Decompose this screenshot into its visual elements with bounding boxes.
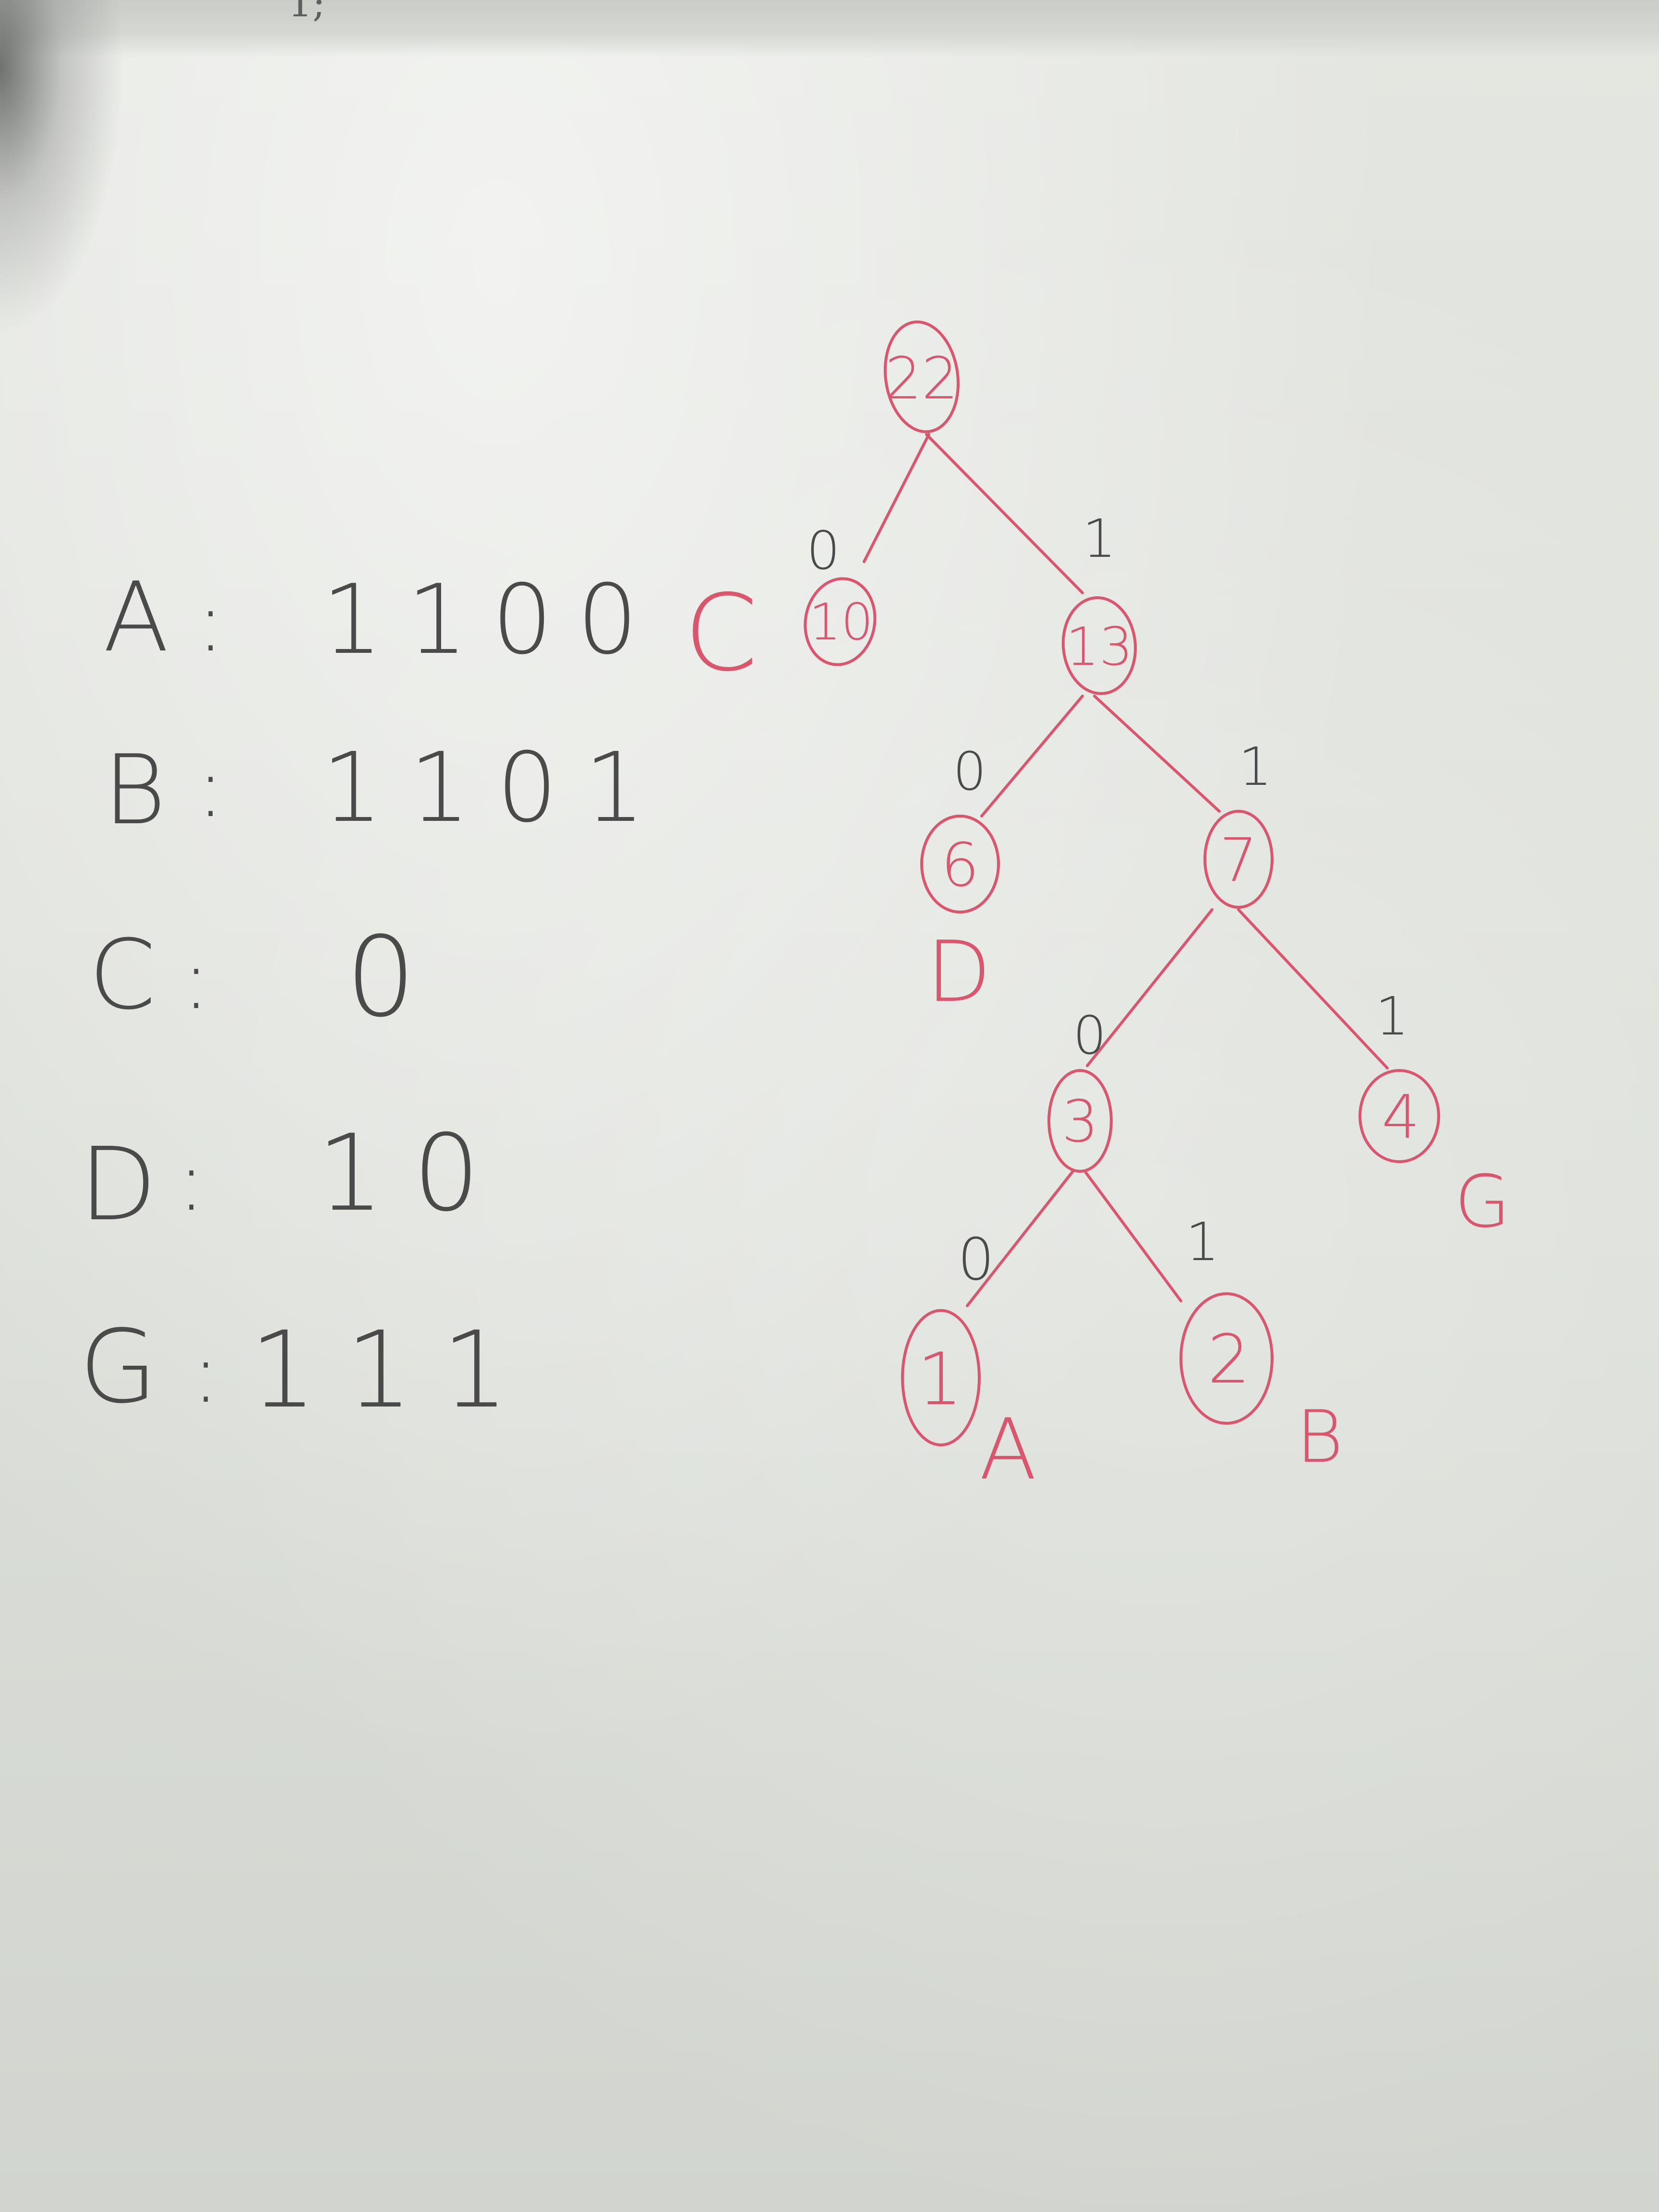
code-separator: : — [182, 933, 210, 1028]
symbol-label-d: D — [926, 924, 991, 1021]
tree-edge — [966, 1170, 1074, 1307]
code-letter: A — [103, 562, 169, 673]
tree-node: 3 — [1047, 1069, 1113, 1173]
page-shadow — [0, 0, 125, 336]
node-value: 10 — [809, 593, 873, 651]
code-table: A : 1100 B : 1101 C : 0 D : 10 G : 111 — [79, 562, 672, 1431]
bit-label: 1 — [1082, 508, 1116, 569]
node-value: 2 — [1207, 1321, 1250, 1399]
bit-label: 1 — [1186, 1211, 1219, 1273]
code-letter: G — [79, 1308, 157, 1426]
code-row-c: C : 0 — [89, 914, 416, 1042]
code-value: 10 — [317, 1112, 509, 1235]
code-letter: B — [103, 734, 166, 846]
tree-edge — [1237, 908, 1389, 1070]
tree-nodes: 22 10 13 6 7 3 4 1 — [804, 320, 1440, 1446]
tree-node: 13 — [1061, 596, 1137, 695]
tree-edge — [980, 695, 1084, 817]
paper-top-edge — [0, 0, 1659, 58]
node-value: 1 — [917, 1338, 962, 1421]
code-value: 111 — [250, 1309, 538, 1431]
bit-label: 0 — [806, 520, 840, 581]
tree-edge — [863, 433, 930, 563]
bleed-through-text: 1; — [288, 0, 325, 25]
bit-label: 0 — [958, 1226, 994, 1293]
code-separator: : — [178, 1134, 205, 1229]
code-separator: : — [197, 741, 224, 836]
code-row-g: G : 111 — [79, 1308, 538, 1431]
tree-symbol-labels: C D G A B — [684, 572, 1510, 1499]
code-row-b: B : 1101 — [103, 732, 672, 846]
code-value: 1101 — [322, 732, 672, 844]
node-value: 22 — [885, 346, 959, 412]
tree-node: 6 — [920, 815, 1000, 914]
huffman-tree — [863, 433, 1389, 1307]
tree-edge — [1086, 908, 1214, 1067]
tree-edge — [925, 433, 1084, 594]
node-value: 7 — [1219, 826, 1258, 895]
tree-edge — [1093, 695, 1221, 813]
symbol-label-b: B — [1296, 1395, 1343, 1479]
bit-label: 0 — [1073, 1005, 1106, 1066]
code-value: 0 — [346, 914, 416, 1042]
tree-node: 1 — [901, 1309, 981, 1446]
code-letter: D — [79, 1126, 157, 1243]
code-separator: : — [197, 575, 224, 670]
bit-label: 1 — [1375, 986, 1409, 1047]
code-value: 1100 — [322, 564, 662, 676]
symbol-label-a: A — [979, 1401, 1037, 1499]
code-row-a: A : 1100 — [103, 562, 662, 676]
tree-node: 4 — [1358, 1069, 1440, 1163]
tree-edge — [1083, 1170, 1182, 1302]
tree-node: 2 — [1179, 1292, 1274, 1425]
bit-label: 1 — [1238, 736, 1272, 797]
code-separator: : — [192, 1326, 219, 1421]
edge-bit-labels: 0 1 0 1 0 1 0 1 — [806, 508, 1409, 1293]
tree-node: 7 — [1203, 810, 1274, 909]
code-row-d: D : 10 — [79, 1112, 509, 1243]
symbol-label-g: G — [1455, 1160, 1510, 1244]
tree-node: 22 — [884, 320, 960, 433]
symbol-label-c: C — [684, 572, 758, 695]
tree-node: 10 — [804, 577, 877, 666]
node-value: 6 — [941, 830, 979, 900]
code-letter: C — [89, 919, 156, 1031]
node-value: 3 — [1062, 1089, 1098, 1155]
bit-label: 0 — [953, 741, 986, 802]
node-value: 4 — [1382, 1082, 1420, 1152]
node-value: 13 — [1066, 616, 1133, 677]
